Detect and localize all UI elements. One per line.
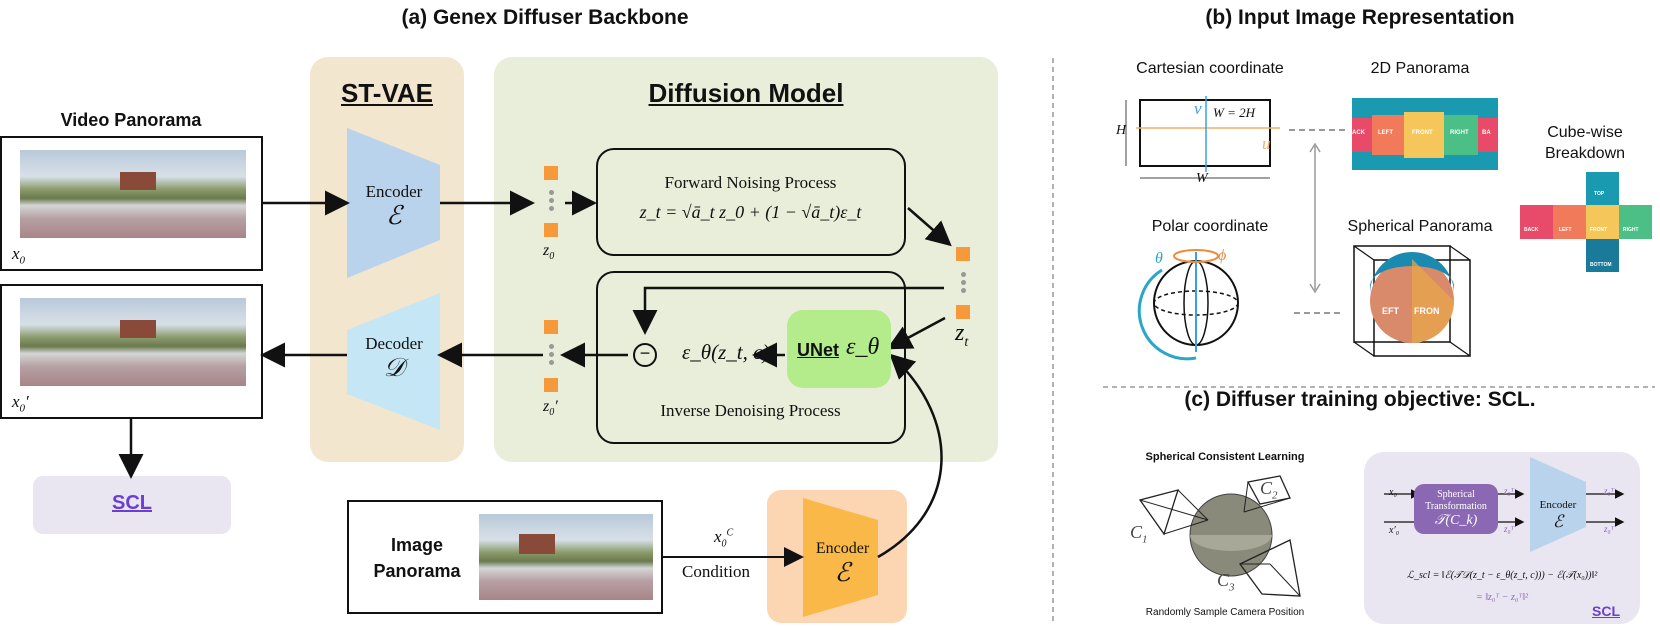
z0p-latent-top [544,320,558,334]
diffusion-title: Diffusion Model [648,78,844,108]
unet-box [787,310,891,388]
scl-encoder-label: Encoder [1539,499,1577,511]
z0-latent-bottom [544,223,558,237]
title-representation: (b) Input Image Representation [1205,6,1515,29]
decoder-label: Decoder [365,334,423,353]
cond-encoder-symbol: ℰ [834,558,851,587]
scl-encoder-symbol: ℰ [1552,512,1564,531]
zt-latent-top [956,247,970,261]
encoder-trapezoid [347,128,440,278]
cart-w-eq: W = 2H [1213,105,1255,120]
scl-random-sample: Randomly Sample Camera Position [1145,607,1305,618]
cart-v: v [1194,99,1202,118]
polar-theta: θ [1155,250,1163,267]
forward-title: Forward Noising Process [664,173,837,192]
cart-h: H [1116,123,1127,138]
unet-label: UNet [797,340,840,360]
st-vae-title: ST-VAE [341,78,433,108]
zt-latent-bottom [956,305,970,319]
cube-back-label: BACK [1524,227,1539,233]
scl-loss-line1: ℒ_scl = ‖ℰ(𝒯𝒟(z_t − ε_θ(z_t, c))) − ℰ(𝒯(… [1406,570,1598,581]
scl-link-right[interactable]: SCL [1592,603,1620,619]
scl-c2: C2 [1260,478,1278,502]
x0-prime-label: x0′ [12,392,29,415]
scl-loss-line2: = ‖z₀ᵀ − z₀ᵀ‖² [1475,592,1529,603]
z0-label: z0 [543,242,555,263]
inverse-denoising-box: Inverse Denoising Process [596,271,906,444]
scl-transform-line2: Transformation [1425,501,1487,512]
decoder-trapezoid [347,293,440,430]
cube-bottom-label: BOTTOM [1590,262,1612,268]
diffusion-panel [494,57,998,462]
title-scl: (c) Diffuser training objective: SCL. [1184,388,1536,411]
scl-transform-symbol: 𝒯(C_k) [1434,513,1478,528]
minus-operator: − [639,343,651,363]
cartesian-label: Cartesian coordinate [1136,60,1284,77]
encoder-symbol: ℰ [386,201,402,230]
image-panorama-label: Image Panorama [373,535,461,581]
scl-z-out2: z₀ᵀ [1604,524,1615,534]
forward-formula: z_t = √ā_t z_0 + (1 − √ā_t)ε_t [639,202,862,222]
condition-label: Condition [682,562,751,581]
image-panorama-box: Image Panorama [347,500,663,614]
cube-top-label: TOP [1594,191,1605,197]
cond-encoder-trapezoid [803,498,878,617]
cube-left-label: LEFT [1559,227,1572,233]
scl-in-x0p: x′₀ [1389,525,1400,536]
unet-symbol: ε_θ [846,334,880,360]
forward-noising-box: Forward Noising Process z_t = √ā_t z_0 +… [596,148,906,256]
scl-link-left[interactable]: SCL [112,492,152,514]
scl-in-x0: x₀ [1389,487,1397,498]
decoder-symbol: 𝒟 [383,353,405,382]
scl-z-mid1: z₀ᵀ [1504,486,1515,496]
title-backbone: (a) Genex Diffuser Backbone [401,6,689,29]
scl-transform-line1: Spherical [1437,489,1475,500]
cond-encoder-label: Encoder [815,540,870,557]
scl-objective-panel [1364,452,1640,624]
x0c-label: x0C [714,527,734,550]
scl-sphere-figure [1138,475,1301,597]
z0-prime-label: z0′ [543,398,558,419]
scl-z-out1: z₀ᵀ [1604,486,1615,496]
polar-label: Polar coordinate [1151,218,1269,235]
cart-u-label: u [1262,134,1271,153]
pano2d-label: 2D Panorama [1370,60,1470,77]
x0-label: x0 [12,244,26,267]
output-video-box: x0′ [0,284,263,419]
representation-shapes [1125,96,1652,361]
z0-latent-top [544,166,558,180]
video-panorama-image [20,150,246,238]
scl-heading: Spherical Consistent Learning [1145,451,1305,463]
sphere-left-label: EFT [1382,306,1399,316]
cubewise-label: Cube-wise Breakdown [1544,124,1626,162]
condition-panorama-image [479,514,653,600]
input-video-box: x0 [0,136,263,271]
zt-label: zt [955,320,969,350]
cube-front-label: FRONT [1590,227,1608,233]
scl-objective-shapes [1384,457,1625,552]
sphere-front-label: FRON [1414,306,1440,316]
scl-box-left [33,476,231,534]
cart-w: W [1196,171,1208,186]
inverse-title: Inverse Denoising Process [660,401,841,420]
backbone-shapes [118,128,952,617]
encoder-label: Encoder [365,182,423,201]
reconstructed-panorama-image [20,298,246,386]
z0p-latent-bottom [544,378,558,392]
scl-c3: C3 [1217,570,1235,594]
eps-formula: ε_θ(z_t, c) [682,340,770,364]
spherical-label: Spherical Panorama [1347,218,1493,235]
video-panorama-label: Video Panorama [60,110,202,130]
scl-z-mid2: z₀ᵀ [1504,524,1515,534]
cube-right-label: RIGHT [1623,227,1639,233]
polar-phi: ϕ [1218,247,1227,264]
scl-c1: C1 [1130,522,1148,546]
